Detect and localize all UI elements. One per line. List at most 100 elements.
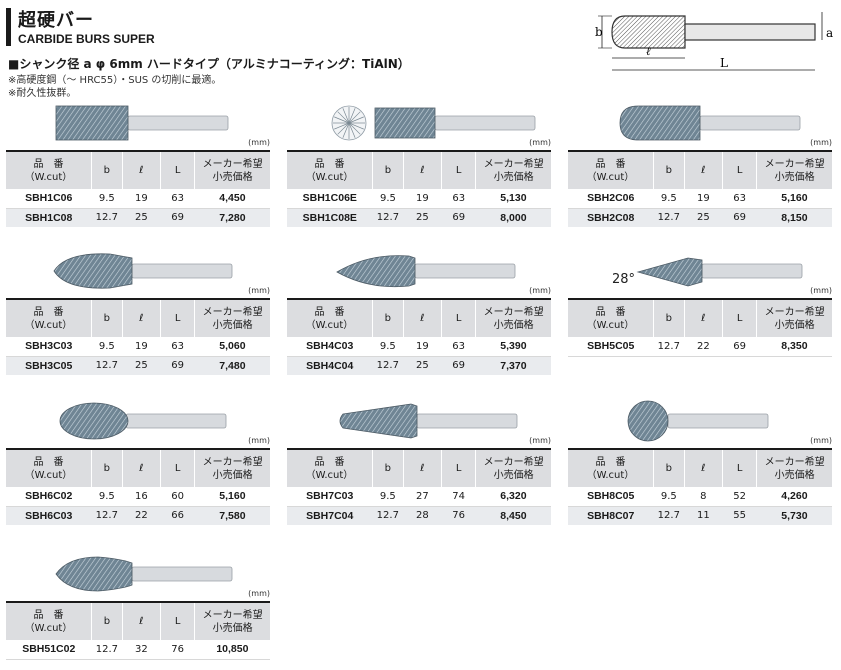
cell-l: 25 [415,360,429,372]
note-durability: ※耐久性抜群。 [8,88,77,99]
header-L: L [722,151,758,189]
bur-head [59,402,129,440]
header-b: b [91,151,123,189]
bur-shank [125,413,227,429]
header-l: ℓ [122,602,161,640]
cell-l: 16 [134,490,148,502]
diagram-label-L: L [720,56,728,70]
cell-part-number: SBH2C08 [587,211,635,224]
cell-price: 4,260 [781,490,808,503]
cell-L: 55 [733,510,746,522]
bur-shank [414,263,516,279]
cell-part-number: SBH1C06E [302,192,357,205]
header-L: L [160,602,196,640]
cell-l: 32 [134,643,148,655]
cell-b: 12.7 [657,212,680,224]
cell-L: 63 [171,192,184,204]
bur-shank [416,413,518,429]
header-l: ℓ [403,299,442,337]
header-price: メーカー希望小売価格 [483,306,544,331]
cell-L: 76 [171,643,184,655]
cell-l: 8 [700,490,707,502]
cell-part-number: SBH1C06 [25,192,73,205]
bur-illustration [6,102,276,142]
cell-part-number: SBH5C05 [587,340,635,353]
cell-b: 9.5 [98,192,115,204]
header-accent-bar [6,8,11,46]
header-l: ℓ [122,151,161,189]
header-l: ℓ [684,299,723,337]
cell-l: 28 [415,510,429,522]
bur-illustration [287,400,557,440]
header-price: メーカー希望小売価格 [202,609,263,634]
cell-b: 12.7 [95,212,118,224]
bur-image [59,402,227,440]
cell-b: 12.7 [657,340,680,352]
header-l: ℓ [684,151,723,189]
cell-b: 9.5 [379,192,396,204]
bur-illustration [568,102,838,142]
header-price: メーカー希望小売価格 [764,456,825,481]
cell-L: 74 [452,490,465,502]
bur-image [627,400,769,442]
bur-image [336,255,516,288]
header-part-number: 品 番（W.cut） [287,449,373,487]
cell-b: 12.7 [95,643,118,655]
bur-shank [701,263,803,279]
spec-line: ■シャンク径 a φ 6mm ハードタイプ（アルミナコーティング：TiAlN） [8,57,410,71]
bur-shank [667,413,769,429]
bur-shank [131,566,233,582]
cell-L: 63 [452,340,465,352]
cell-b: 9.5 [660,490,677,502]
unit-label: (mm) [248,589,270,598]
header-part-number: 品 番（W.cut） [287,151,374,189]
cell-l: 11 [696,510,710,522]
cell-part-number: SBH7C04 [306,509,354,522]
cell-L: 63 [452,192,466,204]
page-title: 超硬バー [18,10,94,31]
cell-price: 6,320 [500,490,527,503]
bur-head [336,255,416,288]
cell-l: 19 [416,192,429,204]
header-b: b [91,602,123,640]
cell-price: 7,280 [219,211,246,224]
bur-illustration [568,400,838,442]
bur-illustration [6,400,276,440]
header-b: b [653,449,685,487]
cell-L: 69 [171,360,184,372]
cell-L: 69 [733,340,746,352]
cell-l: 22 [134,510,148,522]
cell-L: 69 [733,212,746,224]
cell-l: 27 [415,490,429,502]
header-part-number: 品 番（W.cut） [6,151,92,189]
cell-price: 5,390 [500,340,527,353]
cell-part-number: SBH6C02 [25,490,73,503]
bur-head [339,403,418,439]
cell-part-number: SBH8C05 [587,490,635,503]
cell-part-number: SBH6C03 [25,509,73,522]
bur-shank [127,115,229,131]
cell-price: 7,580 [219,509,246,522]
cone-angle-label: 28° [612,272,636,287]
bur-illustration [6,553,276,593]
